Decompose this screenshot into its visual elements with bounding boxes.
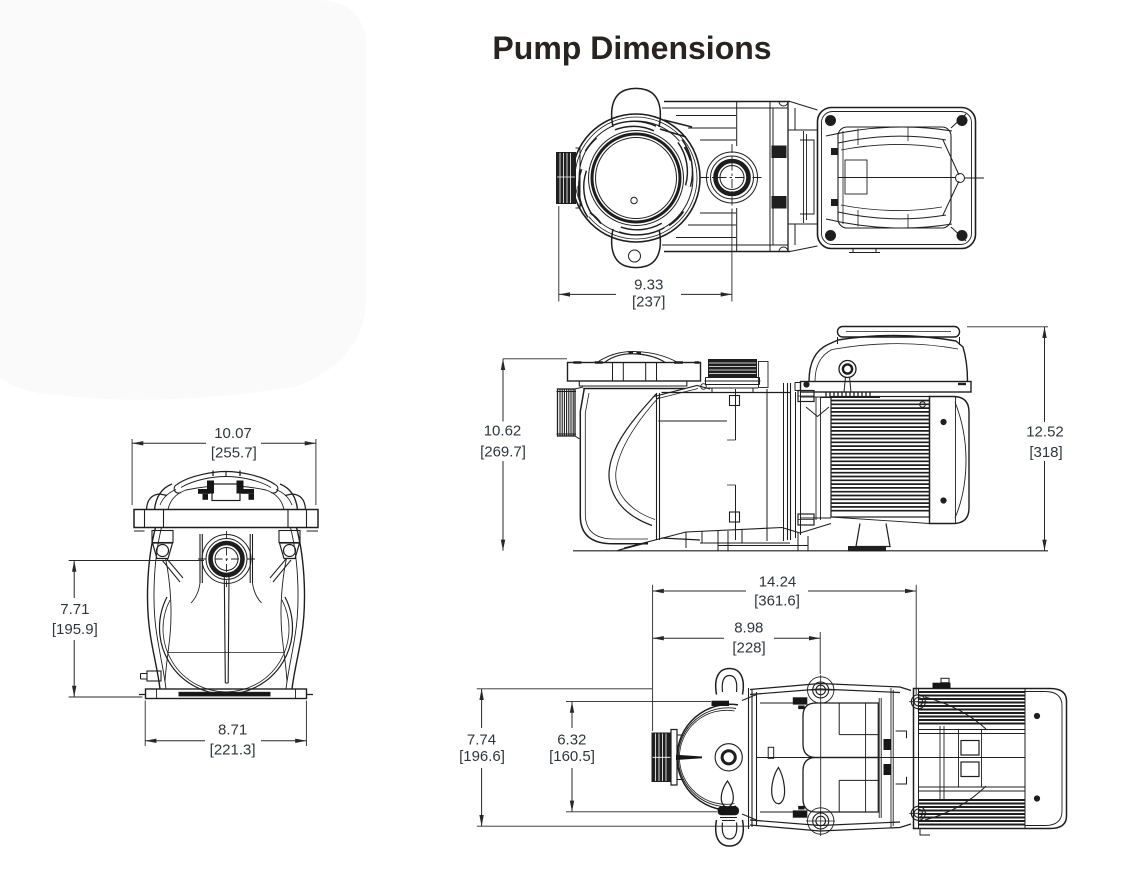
svg-text:[255.7]: [255.7] — [211, 445, 257, 462]
svg-text:[269.7]: [269.7] — [480, 444, 526, 461]
svg-text:[318]: [318] — [1029, 444, 1062, 461]
svg-text:[196.6]: [196.6] — [459, 748, 505, 765]
svg-text:8.71: 8.71 — [218, 722, 247, 739]
svg-text:9.33: 9.33 — [634, 277, 663, 294]
svg-text:[237]: [237] — [632, 294, 665, 311]
svg-text:[361.6]: [361.6] — [754, 593, 800, 610]
svg-text:7.74: 7.74 — [467, 732, 496, 749]
svg-text:10.62: 10.62 — [484, 423, 522, 440]
svg-text:[195.9]: [195.9] — [52, 621, 98, 638]
svg-text:6.32: 6.32 — [557, 732, 586, 749]
svg-text:7.71: 7.71 — [60, 601, 89, 618]
svg-text:[228]: [228] — [732, 640, 765, 657]
svg-text:Pump Dimensions: Pump Dimensions — [492, 30, 771, 66]
svg-text:[221.3]: [221.3] — [210, 742, 256, 759]
svg-text:[160.5]: [160.5] — [549, 748, 595, 765]
svg-text:10.07: 10.07 — [214, 425, 252, 442]
svg-text:12.52: 12.52 — [1026, 424, 1064, 441]
svg-text:8.98: 8.98 — [734, 620, 763, 637]
svg-text:14.24: 14.24 — [759, 574, 797, 591]
